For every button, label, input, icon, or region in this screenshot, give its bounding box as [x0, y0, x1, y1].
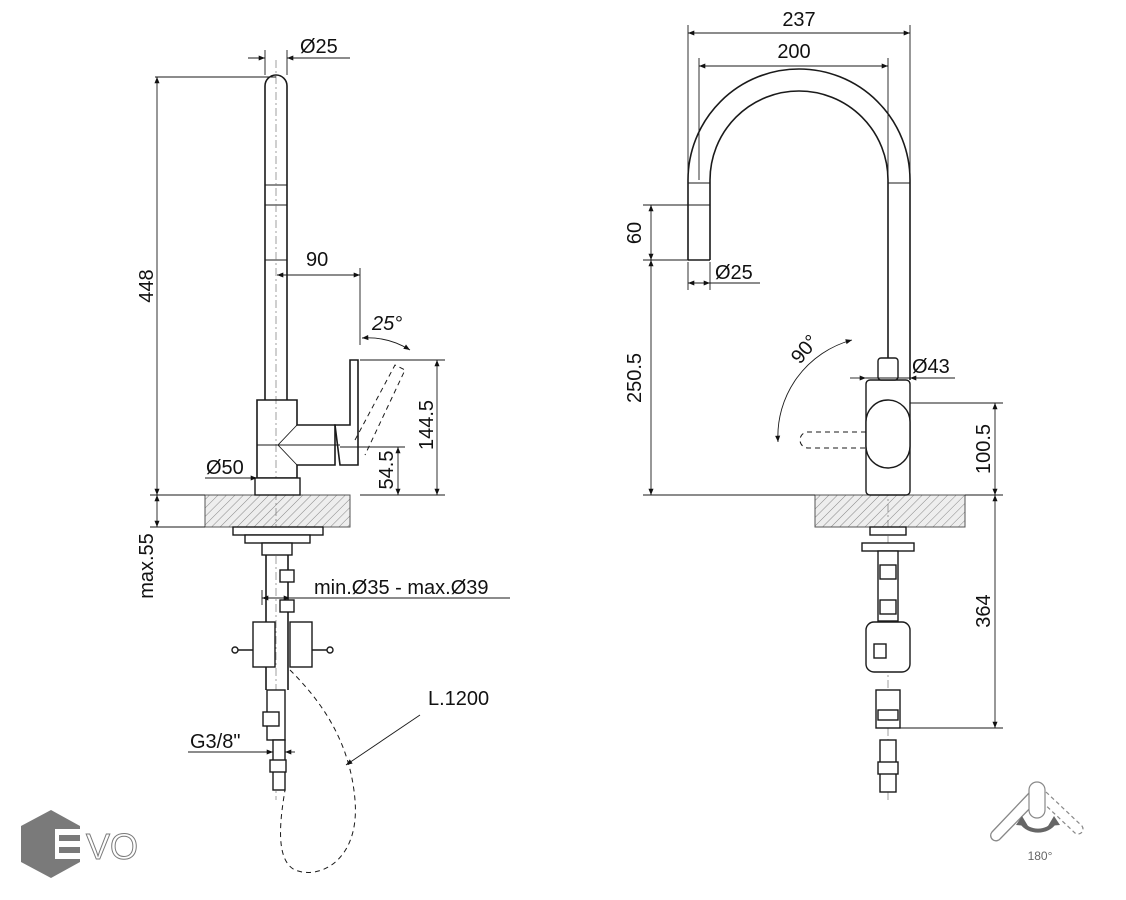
dim-max-counter: max.55 — [136, 533, 158, 599]
dim-body-diameter: Ø43 — [912, 356, 950, 378]
rotation-180-icon: 180° — [990, 781, 1084, 863]
dim-handle-rotation: 90° — [787, 331, 823, 368]
dim-handle-height: 144.5 — [416, 400, 438, 450]
left-side-view: 448 Ø25 90 25° 144.5 54.5 Ø50 max.55 min… — [136, 36, 510, 873]
handle-front — [865, 399, 911, 469]
dim-spout-diameter: Ø25 — [300, 36, 338, 58]
dim-spout-height: 250.5 — [624, 353, 646, 403]
evo-logo: VO — [21, 810, 139, 878]
handle — [334, 359, 359, 466]
dim-under-counter: 364 — [973, 594, 995, 627]
pullout-hose — [280, 669, 356, 873]
countertop-left — [204, 494, 351, 528]
logo-text-vo: VO — [86, 826, 138, 867]
dim-handle-height-front: 100.5 — [973, 424, 995, 474]
dim-reach-inner: 200 — [777, 41, 810, 63]
rotation-label: 180° — [1028, 849, 1053, 863]
dim-handle-offset: 90 — [306, 249, 328, 271]
countertop-right — [814, 494, 966, 528]
dim-hole-diameter: min.Ø35 - max.Ø39 — [314, 577, 489, 599]
dim-total-height: 448 — [136, 269, 158, 302]
gooseneck-spout — [687, 68, 911, 380]
front-view: 90° 237 200 60 Ø25 250.5 — [624, 9, 1003, 800]
dim-pullout-length: 60 — [624, 222, 646, 244]
dim-handle-angle: 25° — [371, 313, 402, 335]
dim-body-height: 54.5 — [376, 451, 398, 490]
dim-spray-diameter: Ø25 — [715, 262, 753, 284]
dim-base-diameter: Ø50 — [206, 457, 244, 479]
faucet-body — [256, 399, 336, 479]
dim-thread: G3/8" — [190, 731, 240, 753]
dim-reach-outer: 237 — [782, 9, 815, 31]
dim-hose-length: L.1200 — [428, 688, 489, 710]
spout-tube — [264, 74, 288, 400]
